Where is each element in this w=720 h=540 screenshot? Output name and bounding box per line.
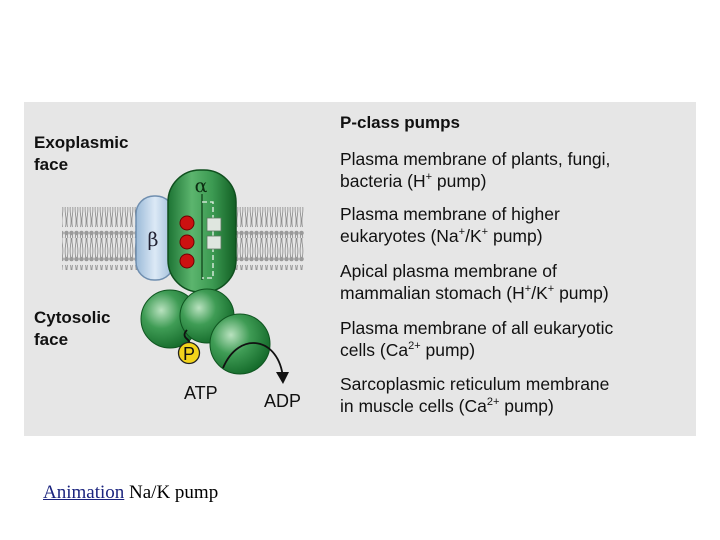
- caption-text: Na/K pump: [124, 482, 219, 503]
- pump-item-line2: cells (Ca2+ pump): [340, 340, 476, 360]
- ion-binding-sites: [179, 215, 195, 269]
- pump-item-4: Plasma membrane of all eukaryotic cells …: [340, 317, 613, 361]
- atp-label: ATP: [184, 383, 218, 403]
- pump-item-line1: Apical plasma membrane of: [340, 261, 557, 281]
- pump-item-1: Plasma membrane of plants, fungi, bacter…: [340, 148, 610, 192]
- exoplasmic-face-label: Exoplasmic face: [34, 133, 129, 174]
- pump-item-line1: Plasma membrane of higher: [340, 204, 560, 224]
- animation-link[interactable]: Animation: [43, 482, 125, 503]
- pump-item-line2: bacteria (H+ pump): [340, 171, 487, 191]
- pump-item-line1: Plasma membrane of plants, fungi,: [340, 149, 611, 169]
- pump-item-line2: in muscle cells (Ca2+ pump): [340, 396, 554, 416]
- pump-item-line1: Plasma membrane of all eukaryotic: [340, 318, 614, 338]
- cytosolic-domains: [140, 288, 271, 375]
- caption: Animation Na/K pump: [43, 482, 218, 504]
- pump-item-line2: mammalian stomach (H+/K+ pump): [340, 283, 609, 303]
- phosphate-label: P: [183, 344, 195, 364]
- pump-item-5: Sarcoplasmic reticulum membrane in muscl…: [340, 373, 609, 417]
- pump-item-2: Plasma membrane of higher eukaryotes (Na…: [340, 203, 560, 247]
- phosphate-group: P: [177, 341, 201, 365]
- beta-label: β: [148, 229, 159, 251]
- p-class-pump-figure: P α β ATP ADP Exoplasmic face Cytosolic …: [24, 102, 696, 436]
- adp-label: ADP: [264, 391, 301, 411]
- cytosolic-face-label: Cytosolic face: [34, 308, 111, 349]
- pump-item-line1: Sarcoplasmic reticulum membrane: [340, 374, 610, 394]
- pump-item-line2: eukaryotes (Na+/K+ pump): [340, 226, 543, 246]
- pump-list-title: P-class pumps: [340, 113, 460, 132]
- pump-item-3: Apical plasma membrane of mammalian stom…: [340, 260, 609, 304]
- alpha-label: α: [195, 175, 208, 197]
- pump-illustration: P α β ATP ADP: [62, 169, 304, 411]
